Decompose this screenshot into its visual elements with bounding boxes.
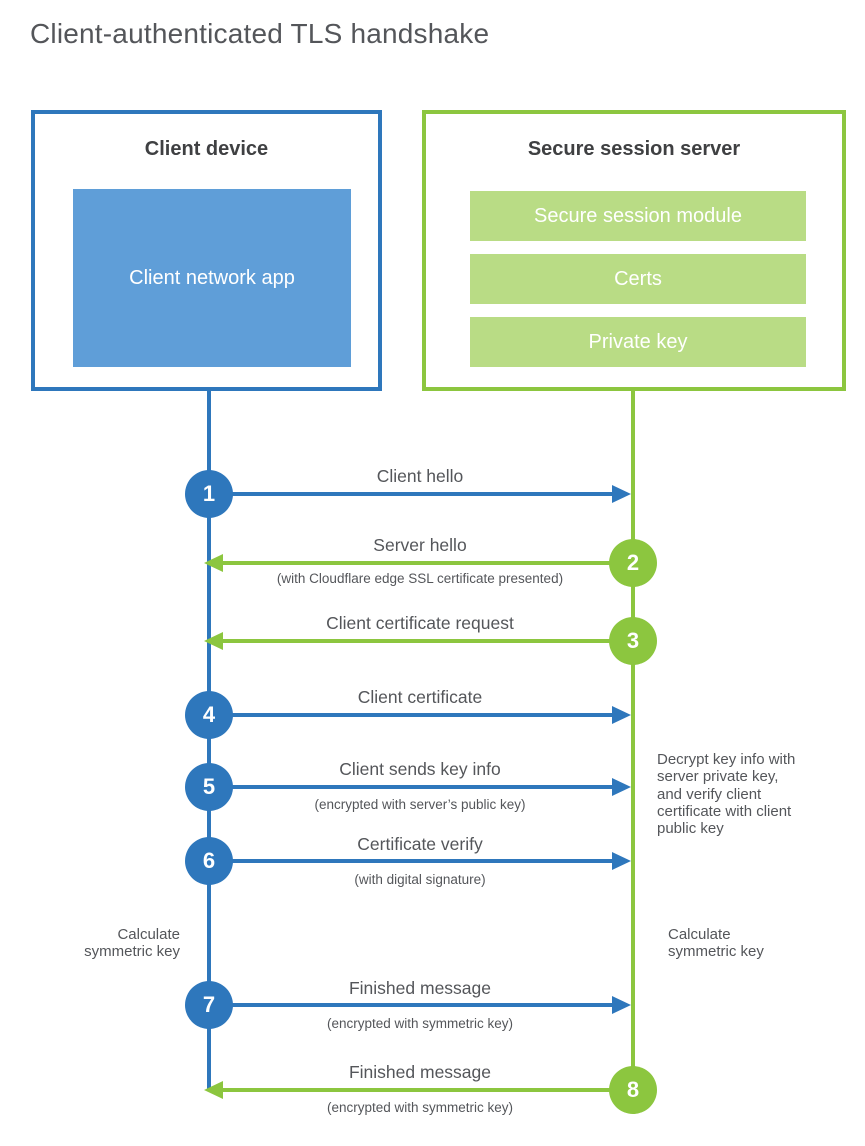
client-lifeline [207, 390, 211, 1091]
step-3-arrowhead-icon [204, 632, 223, 650]
step-4-circle: 4 [185, 691, 233, 739]
step-3-arrow-line [222, 639, 633, 643]
step-3-circle: 3 [609, 617, 657, 665]
step-1-arrow-line [209, 492, 613, 496]
step-8-circle: 8 [609, 1066, 657, 1114]
step-7-sublabel: (encrypted with symmetric key) [326, 1016, 514, 1031]
server-module-secure-session: Secure session module [470, 191, 806, 241]
client-network-app-label: Client network app [129, 267, 295, 289]
step-6-arrow-line [209, 859, 613, 863]
step-7-arrow-line [209, 1003, 613, 1007]
step-5-arrowhead-icon [612, 778, 631, 796]
step-4-arrowhead-icon [612, 706, 631, 724]
step-2-arrowhead-icon [204, 554, 223, 572]
step-4-arrow-line [209, 713, 613, 717]
step-8-arrow-line [222, 1088, 633, 1092]
step-5-sublabel: (encrypted with server’s public key) [314, 797, 526, 812]
page-title: Client-authenticated TLS handshake [30, 18, 490, 49]
step-8-label: Finished message [348, 1062, 492, 1082]
server-module-private-key: Private key [470, 317, 806, 367]
server-lifeline [631, 390, 635, 1091]
step-7-arrowhead-icon [612, 996, 631, 1014]
step-6-sublabel: (with digital signature) [354, 872, 486, 887]
decrypt-note: Decrypt key info with server private key… [657, 751, 796, 837]
step-5-arrow-line [209, 785, 613, 789]
step-6-label: Certificate verify [357, 834, 483, 854]
calculate-symmetric-key-note-server: Calculate symmetric key [668, 926, 764, 961]
step-2-sublabel: (with Cloudflare edge SSL certificate pr… [276, 571, 564, 586]
step-8-arrowhead-icon [204, 1081, 223, 1099]
server-title: Secure session server [527, 138, 741, 160]
calculate-symmetric-key-note-client: Calculate symmetric key [84, 926, 180, 961]
step-3-label: Client certificate request [326, 613, 514, 633]
step-4-label: Client certificate [357, 687, 483, 707]
client-network-app-box: Client network app [73, 189, 351, 367]
step-2-arrow-line [222, 561, 633, 565]
step-2-label: Server hello [373, 535, 467, 555]
step-7-label: Finished message [348, 978, 492, 998]
step-7-circle: 7 [185, 981, 233, 1029]
step-1-circle: 1 [185, 470, 233, 518]
step-6-circle: 6 [185, 837, 233, 885]
server-box: Secure session server Secure session mod… [422, 110, 846, 391]
step-1-arrowhead-icon [612, 485, 631, 503]
client-device-title: Client device [144, 138, 269, 160]
server-module-certs: Certs [470, 254, 806, 304]
step-1-label: Client hello [376, 466, 464, 486]
client-device-box: Client device Client network app [31, 110, 382, 391]
step-8-sublabel: (encrypted with symmetric key) [326, 1100, 514, 1115]
step-2-circle: 2 [609, 539, 657, 587]
step-5-circle: 5 [185, 763, 233, 811]
step-6-arrowhead-icon [612, 852, 631, 870]
step-5-label: Client sends key info [339, 759, 501, 779]
